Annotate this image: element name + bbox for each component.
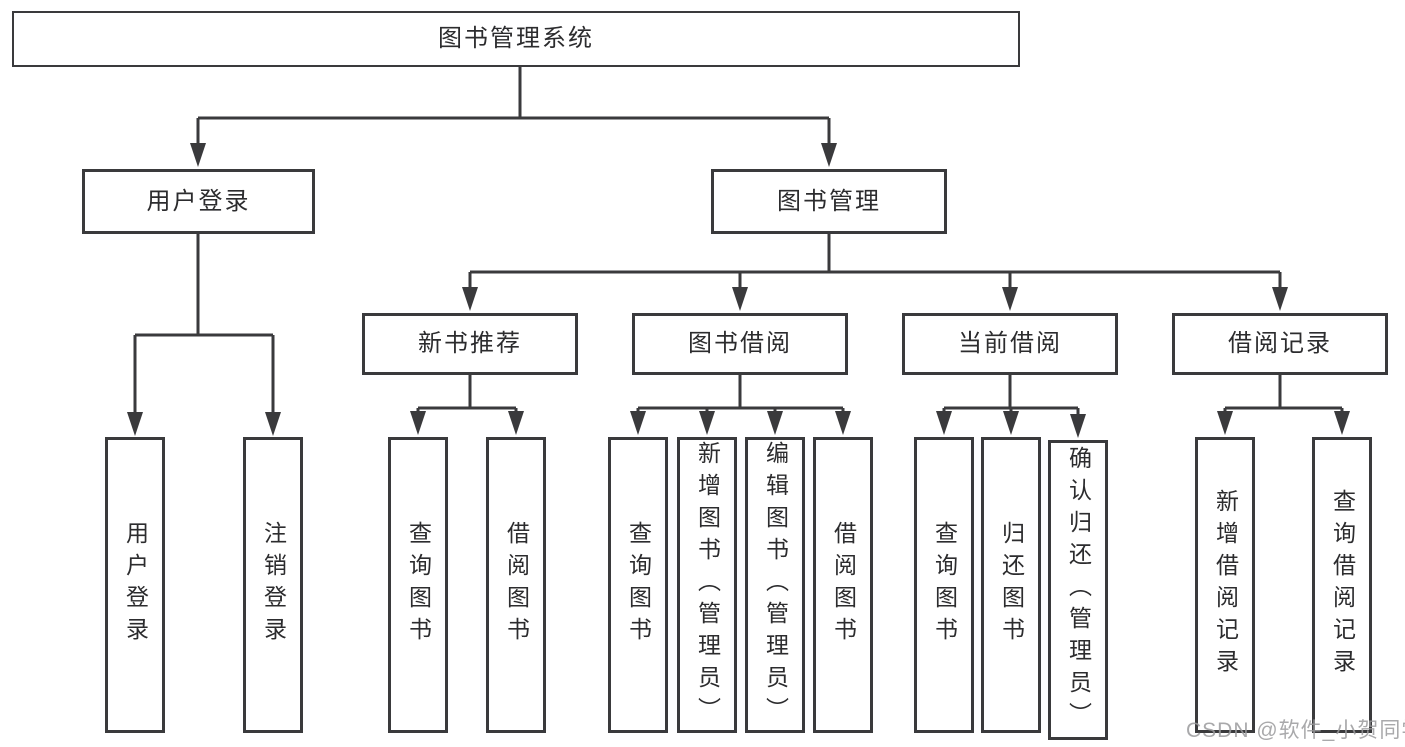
node-leaf-user-login-label: 用户登录	[122, 521, 149, 649]
node-leaf-query-books-current: 查询图书	[914, 437, 974, 733]
node-leaf-query-books-recommend: 查询图书	[388, 437, 448, 733]
node-book-management: 图书管理	[711, 169, 947, 234]
node-leaf-query-books-recommend-label: 查询图书	[405, 521, 432, 649]
node-leaf-logout-label: 注销登录	[260, 521, 287, 649]
node-leaf-edit-book-admin: 编辑图书（管理员）	[745, 437, 805, 733]
node-book-management-label: 图书管理	[777, 187, 881, 215]
node-current-borrow: 当前借阅	[902, 313, 1118, 375]
node-leaf-add-book-admin-label: 新增图书（管理员）	[694, 441, 721, 729]
node-leaf-borrow-books-recommend-label: 借阅图书	[503, 521, 530, 649]
node-borrow-records: 借阅记录	[1172, 313, 1388, 375]
node-leaf-user-login: 用户登录	[105, 437, 165, 733]
node-leaf-query-books-borrow-label: 查询图书	[625, 521, 652, 649]
node-current-borrow-label: 当前借阅	[958, 330, 1062, 357]
node-root: 图书管理系统	[12, 11, 1020, 67]
node-user-login-label: 用户登录	[146, 187, 251, 215]
node-new-book-recommend-label: 新书推荐	[418, 330, 522, 357]
node-leaf-add-borrow-record-label: 新增借阅记录	[1212, 489, 1239, 681]
node-leaf-query-books-current-label: 查询图书	[931, 521, 958, 649]
node-leaf-borrow-books-label: 借阅图书	[830, 521, 857, 649]
node-user-login: 用户登录	[82, 169, 315, 234]
node-leaf-borrow-books: 借阅图书	[813, 437, 873, 733]
node-leaf-query-borrow-record: 查询借阅记录	[1312, 437, 1372, 733]
node-leaf-confirm-return-admin: 确认归还（管理员）	[1048, 440, 1108, 740]
node-root-label: 图书管理系统	[438, 25, 594, 52]
node-book-borrow: 图书借阅	[632, 313, 848, 375]
node-leaf-query-books-borrow: 查询图书	[608, 437, 668, 733]
node-borrow-records-label: 借阅记录	[1228, 330, 1332, 357]
node-leaf-confirm-return-admin-label: 确认归还（管理员）	[1065, 446, 1092, 734]
node-leaf-add-book-admin: 新增图书（管理员）	[677, 437, 737, 733]
node-leaf-return-books-label: 归还图书	[998, 521, 1025, 649]
node-new-book-recommend: 新书推荐	[362, 313, 578, 375]
node-book-borrow-label: 图书借阅	[688, 330, 792, 357]
node-leaf-query-borrow-record-label: 查询借阅记录	[1329, 489, 1356, 681]
node-leaf-edit-book-admin-label: 编辑图书（管理员）	[762, 441, 789, 729]
node-leaf-return-books: 归还图书	[981, 437, 1041, 733]
node-leaf-add-borrow-record: 新增借阅记录	[1195, 437, 1255, 733]
csdn-watermark: CSDN @软件_小贺同学	[1186, 719, 1405, 742]
node-leaf-logout: 注销登录	[243, 437, 303, 733]
node-leaf-borrow-books-recommend: 借阅图书	[486, 437, 546, 733]
